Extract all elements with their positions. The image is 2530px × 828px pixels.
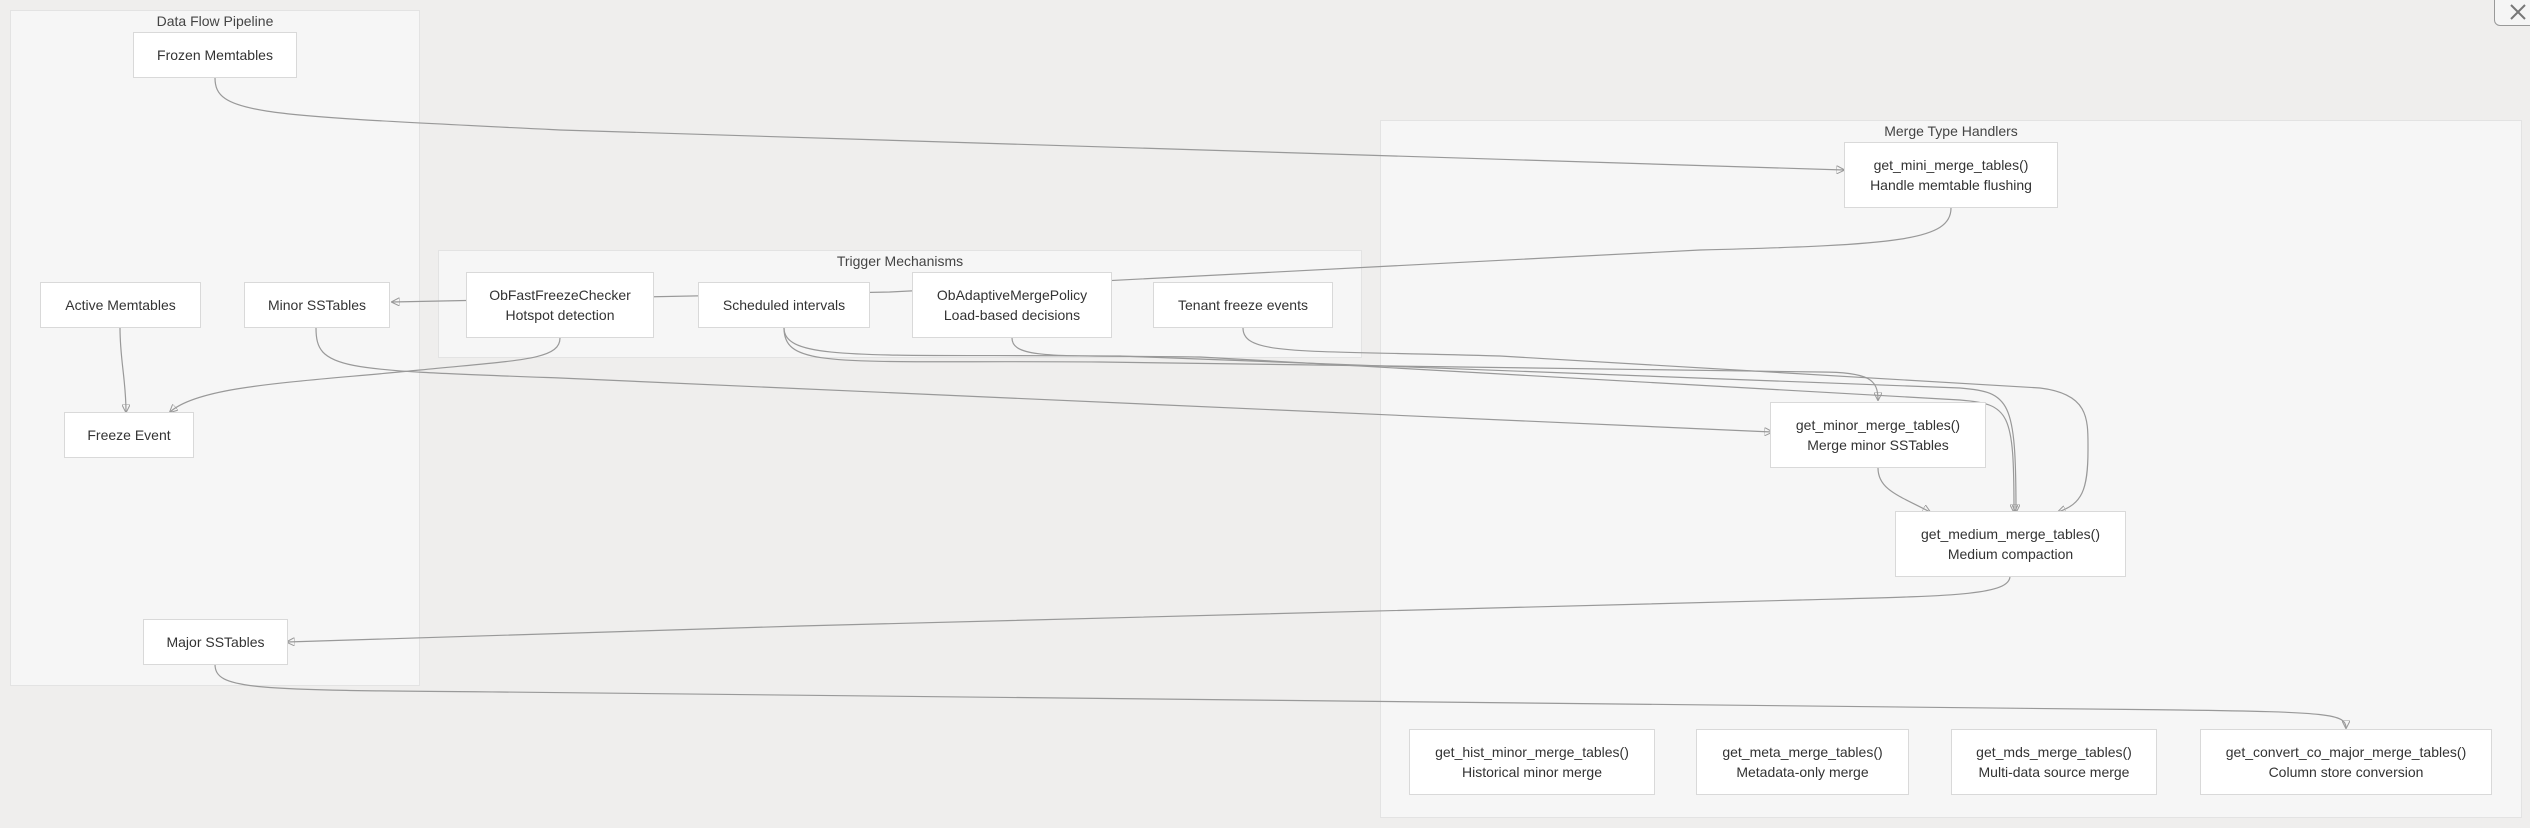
node-label: Tenant freeze events xyxy=(1178,297,1308,313)
close-button[interactable] xyxy=(2494,0,2530,26)
node-major-sstables[interactable]: Major SSTables xyxy=(143,619,288,665)
node-label: Major SSTables xyxy=(166,634,265,650)
node-description: Multi-data source merge xyxy=(1978,764,2130,780)
node-medium-merge[interactable]: get_medium_merge_tables() Medium compact… xyxy=(1895,511,2126,577)
node-label: get_hist_minor_merge_tables() xyxy=(1435,744,1629,760)
node-description: Hotspot detection xyxy=(505,307,615,323)
node-label: get_mini_merge_tables() xyxy=(1873,157,2029,173)
node-meta-merge[interactable]: get_meta_merge_tables() Metadata-only me… xyxy=(1696,729,1909,795)
node-description: Metadata-only merge xyxy=(1736,764,1869,780)
node-scheduled-intervals[interactable]: Scheduled intervals xyxy=(698,282,870,328)
node-label: Active Memtables xyxy=(65,297,176,313)
node-mini-merge[interactable]: get_mini_merge_tables() Handle memtable … xyxy=(1844,142,2058,208)
cluster-title: Data Flow Pipeline xyxy=(156,13,274,29)
node-tenant-freeze-events[interactable]: Tenant freeze events xyxy=(1153,282,1333,328)
node-label: Frozen Memtables xyxy=(157,47,273,63)
node-label: Minor SSTables xyxy=(267,297,367,313)
node-label: Freeze Event xyxy=(87,427,171,443)
node-label: get_mds_merge_tables() xyxy=(1976,744,2132,760)
node-description: Historical minor merge xyxy=(1461,764,1603,780)
node-hist-minor-merge[interactable]: get_hist_minor_merge_tables() Historical… xyxy=(1409,729,1655,795)
node-description: Handle memtable flushing xyxy=(1870,177,2032,193)
cluster-data-flow-pipeline: Data Flow Pipeline xyxy=(10,10,420,686)
node-label: get_minor_merge_tables() xyxy=(1795,417,1961,433)
cluster-title: Merge Type Handlers xyxy=(1884,123,2018,139)
node-label: ObFastFreezeChecker xyxy=(489,287,631,303)
node-fast-freeze-checker[interactable]: ObFastFreezeChecker Hotspot detection xyxy=(466,272,654,338)
node-description: Merge minor SSTables xyxy=(1807,437,1949,453)
node-mds-merge[interactable]: get_mds_merge_tables() Multi-data source… xyxy=(1951,729,2157,795)
node-description: Load-based decisions xyxy=(943,307,1081,323)
node-label: ObAdaptiveMergePolicy xyxy=(936,287,1088,303)
node-minor-sstables[interactable]: Minor SSTables xyxy=(244,282,390,328)
node-label: get_meta_merge_tables() xyxy=(1722,744,1883,760)
node-active-memtables[interactable]: Active Memtables xyxy=(40,282,201,328)
node-minor-merge[interactable]: get_minor_merge_tables() Merge minor SST… xyxy=(1770,402,1986,468)
node-frozen-memtables[interactable]: Frozen Memtables xyxy=(133,32,297,78)
node-adaptive-merge-policy[interactable]: ObAdaptiveMergePolicy Load-based decisio… xyxy=(912,272,1112,338)
cluster-merge-type-handlers: Merge Type Handlers xyxy=(1380,120,2522,818)
node-description: Medium compaction xyxy=(1947,546,2074,562)
node-label: get_convert_co_major_merge_tables() xyxy=(2225,744,2467,760)
node-freeze-event[interactable]: Freeze Event xyxy=(64,412,194,458)
node-description: Column store conversion xyxy=(2268,764,2424,780)
node-convert-co-major-merge[interactable]: get_convert_co_major_merge_tables() Colu… xyxy=(2200,729,2492,795)
node-label: Scheduled intervals xyxy=(722,297,846,313)
node-label: get_medium_merge_tables() xyxy=(1921,526,2100,542)
cluster-title: Trigger Mechanisms xyxy=(836,253,964,269)
